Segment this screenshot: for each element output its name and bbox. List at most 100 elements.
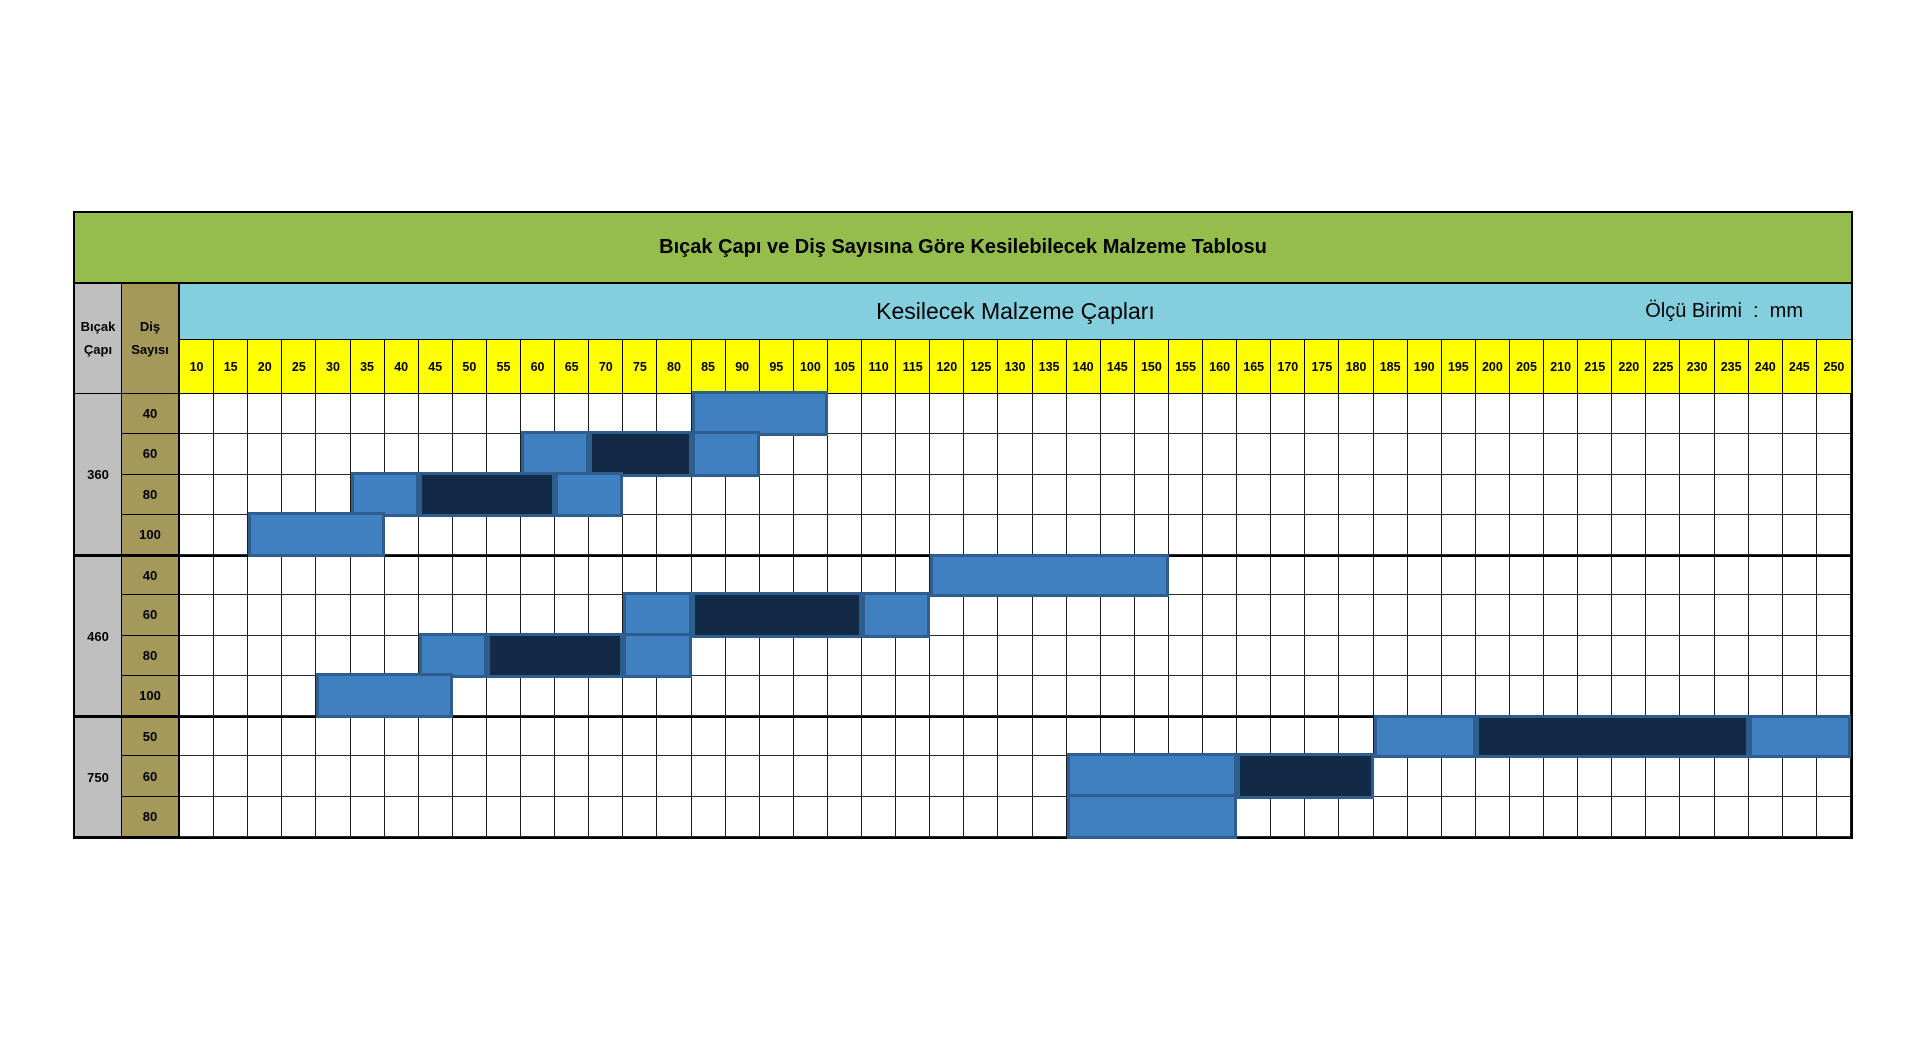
grid-cell [1749,434,1783,474]
grid-cell [964,434,999,474]
grid-cell [760,635,794,675]
grid-cell [1374,796,1408,836]
grid-cell [1510,514,1545,555]
grid-cell [1033,718,1067,756]
column-header-cell: 170 [1271,340,1306,393]
grid-cell [248,756,283,796]
grid-cell [1680,514,1715,555]
grid-cell [1237,595,1272,635]
grid-cell [555,394,590,434]
grid-cell [1646,635,1681,675]
grid-cell [1680,557,1715,595]
column-header-cell: 50 [453,340,487,393]
grid-cell [419,756,453,796]
grid-cell [1612,394,1647,434]
grid-cell [862,394,897,434]
teeth-count-cell: 60 [122,756,180,797]
grid-cell [1374,595,1408,635]
grid-cell [282,557,317,595]
grid-cell [1135,474,1169,514]
grid-cell [998,718,1033,756]
grid-cell [1203,434,1238,474]
grid-cell [1033,675,1067,716]
grid-cell [1646,557,1681,595]
data-row [180,632,1851,678]
grid-cell [1135,434,1169,474]
grid-cell [282,394,317,434]
grid-cell [964,514,999,555]
grid-cell [1715,557,1749,595]
grid-cell [214,796,249,836]
grid-cell [794,756,828,796]
grid-cell [1203,474,1238,514]
grid-cell [1101,675,1135,716]
range-bar-light [1748,715,1851,759]
grid-cell [828,675,863,716]
grid-cell [1749,635,1783,675]
grid-cell [487,394,522,434]
grid-cell [692,718,726,756]
grid-cell [1408,514,1442,555]
grid-cell [1817,675,1851,716]
grid-cell [998,756,1033,796]
grid-cell [1408,557,1442,595]
grid-cell [1544,394,1579,434]
teeth-count-cell: 80 [122,796,180,837]
range-bar-dark [1237,753,1374,799]
grid-cell [1817,796,1851,836]
grid-cell [896,514,931,555]
grid-cell [248,394,283,434]
blade-diameter-cell: 750 [75,716,122,837]
range-bar-light [316,672,453,719]
column-header-cell: 45 [419,340,453,393]
grid-cell [930,595,965,635]
data-row [180,554,1851,598]
grid-cell [1135,394,1169,434]
grid-cell [1408,756,1442,796]
data-row [180,672,1851,719]
range-bar-light [862,592,931,638]
blade-diameter-header-line1: Bıçak [80,319,116,335]
grid-cell [760,514,794,555]
grid-cell [1544,675,1579,716]
grid-cell [1135,635,1169,675]
grid-cell [760,474,794,514]
grid-cell [487,718,522,756]
grid-cell [657,557,692,595]
grid-cell [1169,557,1204,595]
teeth-count-cell: 100 [122,514,180,556]
grid-cell [964,718,999,756]
grid-cell [1476,394,1510,434]
grid-cell [657,756,692,796]
grid-cell [385,796,419,836]
column-header-cell: 15 [214,340,249,393]
grid-cell [828,635,863,675]
grid-cell [964,675,999,716]
grid-cell [1544,635,1579,675]
grid-cell [1544,756,1579,796]
grid-cell [692,756,726,796]
grid-cell [248,635,283,675]
grid-cell [521,394,556,434]
grid-cell [1715,635,1749,675]
column-header-cell: 220 [1612,340,1647,393]
grid-cell [180,474,215,514]
grid-cell [1033,595,1067,635]
grid-cell [1680,796,1715,836]
grid-cell [1544,514,1579,555]
grid-cell [1646,756,1681,796]
grid-cell [1646,595,1681,635]
grid-cell [1169,635,1204,675]
range-bar-dark [418,471,556,517]
grid-cell [1237,675,1272,716]
grid-cell [623,557,658,595]
grid-cell [760,718,794,756]
grid-cell [1408,434,1442,474]
grid-cell [1305,557,1340,595]
grid-cell [351,756,385,796]
grid-cell [214,595,249,635]
column-header-cell: 145 [1101,340,1135,393]
grid-cell [385,557,419,595]
grid-cell [521,514,556,555]
grid-cell [214,394,249,434]
